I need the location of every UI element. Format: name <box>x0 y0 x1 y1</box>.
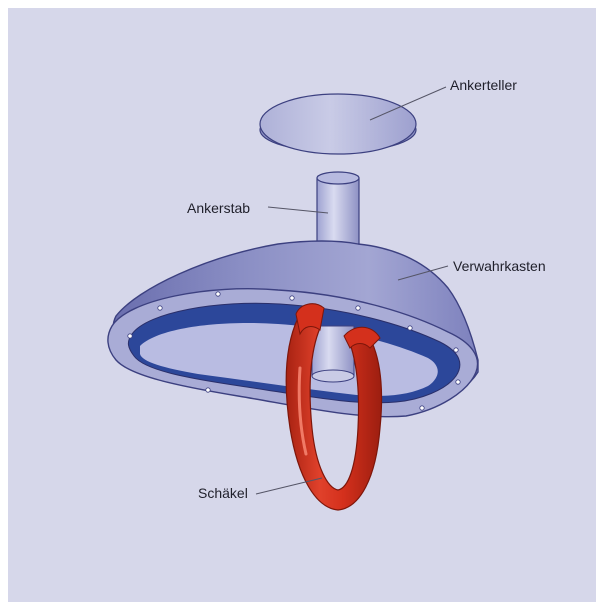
label-verwahrkasten: Verwahrkasten <box>453 258 546 274</box>
label-ankerstab: Ankerstab <box>187 200 250 216</box>
anchor-plate <box>260 94 416 154</box>
label-ankerteller: Ankerteller <box>450 77 517 93</box>
anchor-rod <box>317 172 359 248</box>
anchor-diagram <box>8 8 596 602</box>
label-schaekel: Schäkel <box>198 485 248 501</box>
